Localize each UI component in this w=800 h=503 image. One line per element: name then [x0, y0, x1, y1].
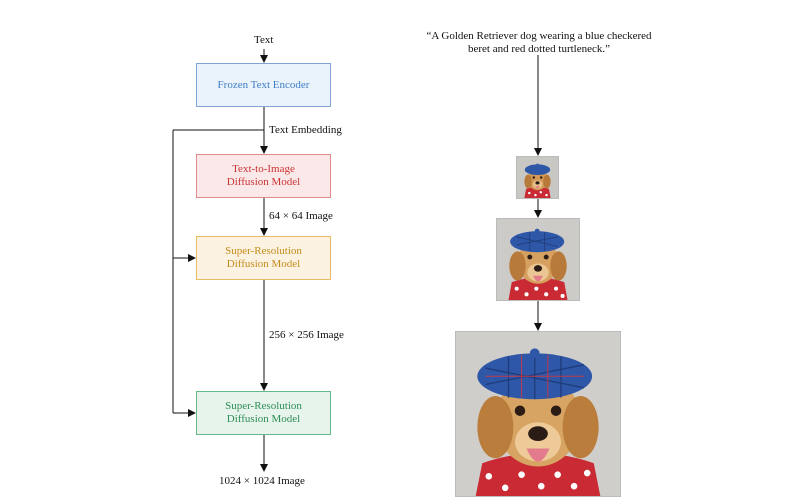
- text-to-image-diffusion-box: Text-to-Image Diffusion Model: [196, 154, 331, 198]
- dog-illustration-large: [456, 332, 620, 496]
- out-256-label: 256 × 256 Image: [269, 329, 344, 341]
- encoder-label: Frozen Text Encoder: [217, 78, 310, 91]
- t2i-label-line2: Diffusion Model: [226, 176, 301, 188]
- dog-illustration-small: [517, 157, 558, 198]
- sr1-label-line1: Super-Resolution: [225, 245, 302, 257]
- dog-image-1024: [455, 331, 621, 497]
- out-64-label: 64 × 64 Image: [269, 210, 333, 222]
- dog-image-256: [496, 218, 580, 301]
- dog-image-64: [516, 156, 559, 199]
- text-embedding-label: Text Embedding: [269, 124, 342, 136]
- sr2-label-line2: Diffusion Model: [226, 413, 301, 425]
- out-1024-label: 1024 × 1024 Image: [219, 475, 305, 487]
- frozen-text-encoder-box: Frozen Text Encoder: [196, 63, 331, 107]
- sr2-label-line1: Super-Resolution: [225, 400, 302, 412]
- super-resolution-box-2: Super-Resolution Diffusion Model: [196, 391, 331, 435]
- text-input-label: Text: [254, 34, 274, 46]
- prompt-text: “A Golden Retriever dog wearing a blue c…: [426, 30, 652, 55]
- dog-illustration-mid: [497, 219, 579, 300]
- t2i-label-line1: Text-to-Image: [232, 163, 295, 175]
- sr1-label-line2: Diffusion Model: [226, 258, 301, 270]
- super-resolution-box-1: Super-Resolution Diffusion Model: [196, 236, 331, 280]
